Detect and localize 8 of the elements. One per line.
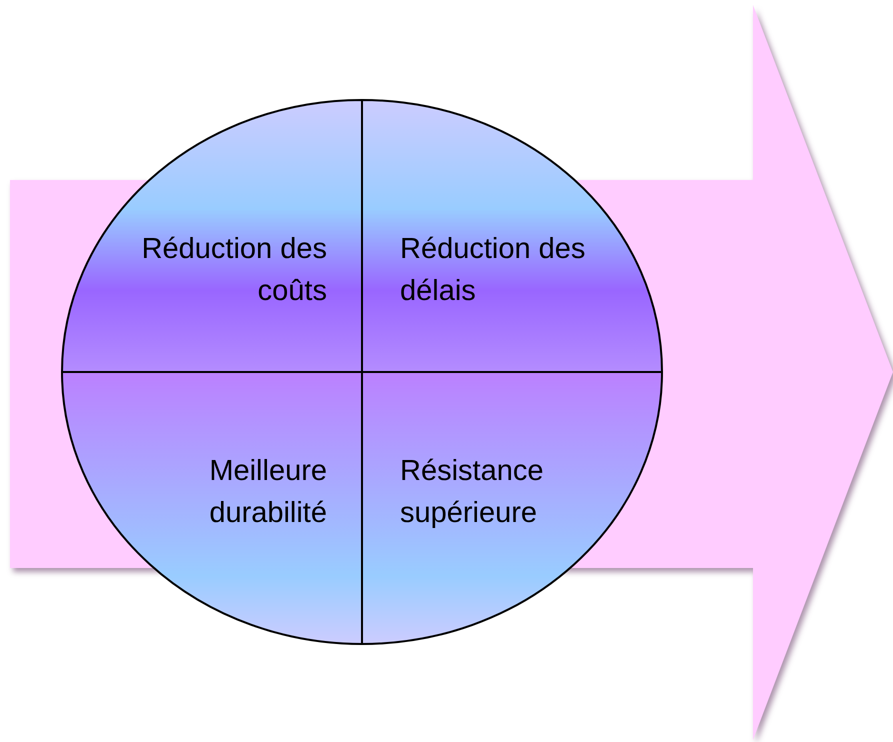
quadrant-segment [62,372,362,644]
quadrant-segment [362,372,662,644]
segment-label: Meilleure durabilité [208,454,327,531]
quadrant-segment [362,100,662,372]
segment-label: Réduction des coûts [140,232,327,309]
quadrant-segment [62,100,362,372]
segment-label: Résistance supérieure [400,454,544,531]
segment-label: Réduction des délais [400,232,586,309]
